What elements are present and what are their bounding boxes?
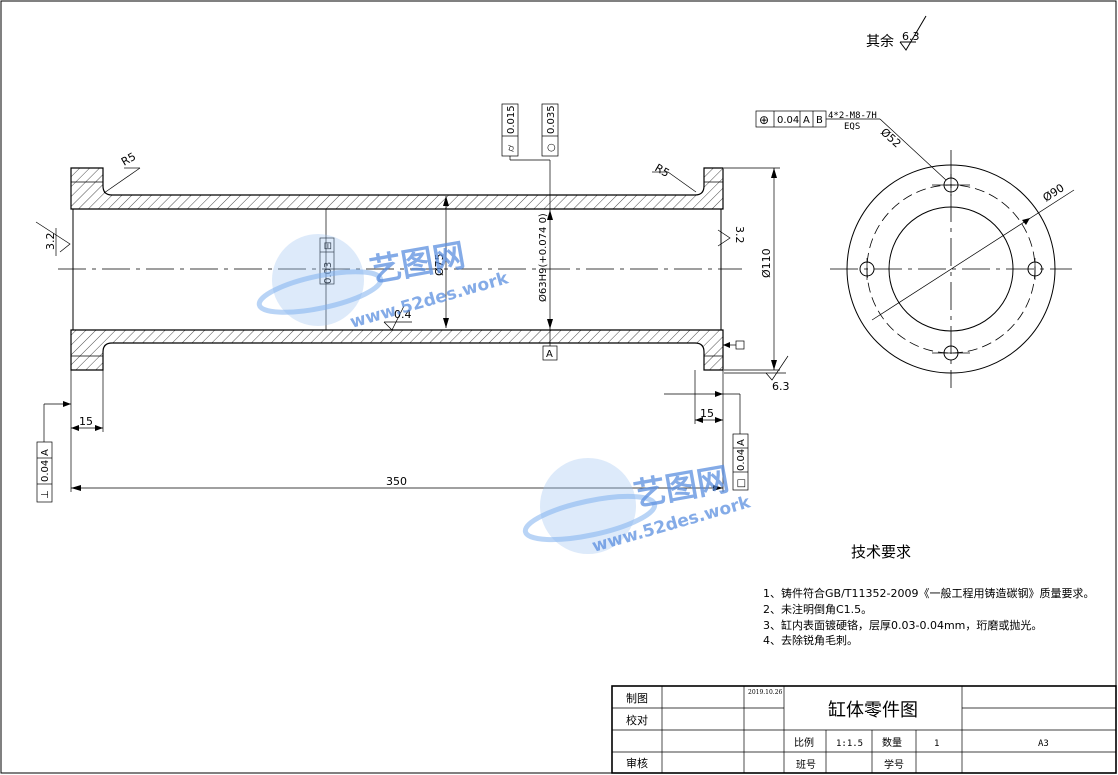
technical-notes: 技术要求 1、铸件符合GB/T11352-2009《一般工程用铸造碳钢》质量要求…	[763, 543, 1094, 647]
svg-text:B: B	[816, 115, 823, 126]
svg-text:15: 15	[700, 407, 714, 420]
svg-text:Ø63H9(+0.074 0): Ø63H9(+0.074 0)	[537, 213, 549, 302]
svg-text:艺图网: 艺图网	[367, 236, 468, 290]
notes-title: 技术要求	[851, 543, 911, 561]
svg-text:15: 15	[79, 415, 93, 428]
surface-note-value: 6.3	[902, 30, 920, 43]
qty-value: 1	[934, 739, 939, 749]
radius-left-callout: R5	[103, 150, 141, 194]
front-section-view	[58, 167, 742, 371]
svg-text:Ø75: Ø75	[433, 253, 446, 276]
svg-text:⊕: ⊕	[759, 113, 769, 127]
svg-text:EQS: EQS	[844, 122, 860, 132]
svg-text:3.2: 3.2	[44, 233, 57, 251]
radius-right-callout: R5	[652, 161, 697, 193]
student-label: 学号	[884, 758, 904, 771]
svg-text:0.035: 0.035	[546, 105, 557, 134]
svg-text:4*2-M8-7H: 4*2-M8-7H	[828, 111, 877, 121]
svg-text:3.2: 3.2	[733, 226, 746, 244]
draw-date: 2019.10.26	[748, 689, 783, 696]
roughness-right: 3.2	[717, 226, 746, 247]
dia-bore-dim: Ø63H9(+0.074 0) A	[537, 160, 558, 361]
watermark-1: 艺图网 www.52des.work	[256, 234, 511, 333]
side-outer-dim: Ø90	[871, 181, 1075, 321]
surface-note-label: 其余	[866, 33, 894, 50]
svg-text:6.3: 6.3	[772, 380, 790, 393]
position-tolerance: ⊕ 0.04 A B 4*2-M8-7H EQS Ø52	[755, 110, 947, 181]
dia-outer-dim: Ø110	[724, 167, 780, 371]
svg-text:0.015: 0.015	[506, 105, 517, 134]
check-label: 校对	[626, 713, 648, 727]
svg-text:350: 350	[386, 475, 407, 488]
right-marker	[723, 340, 745, 350]
title-block: 制图 校对 审核 2019.10.26 缸体零件图 比例 1:1.5 数量 1 …	[611, 685, 1117, 774]
perp-right-frame: A 0.04 □	[664, 391, 749, 491]
watermark-2: 艺图网 www.52des.work	[522, 458, 753, 557]
approve-label: 审核	[626, 756, 648, 770]
note-2: 2、未注明倒角C1.5。	[763, 602, 872, 616]
class-label: 班号	[796, 759, 816, 771]
svg-text:A: A	[736, 439, 747, 446]
len-total-dim: 350	[71, 475, 723, 491]
qty-label: 数量	[882, 736, 902, 749]
svg-text:A: A	[40, 449, 51, 456]
perp-left-frame: A 0.04 ⊥	[36, 401, 71, 503]
svg-text:⌭: ⌭	[506, 144, 517, 152]
svg-text:□: □	[736, 479, 747, 488]
svg-text:R5: R5	[119, 150, 138, 169]
cylindricity-frame: 0.015 ⌭	[501, 103, 550, 161]
svg-text:⊥: ⊥	[40, 490, 51, 499]
svg-text:Ø90: Ø90	[1041, 181, 1067, 204]
scale-label: 比例	[794, 736, 814, 749]
drawing-title: 缸体零件图	[828, 699, 918, 721]
roundness-frame: 0.035 ○	[541, 103, 559, 157]
side-view	[830, 150, 1072, 388]
len-right-dim: 15	[694, 370, 724, 492]
lower-wall-section	[70, 329, 724, 371]
svg-text:0.4: 0.4	[394, 308, 412, 321]
note-4: 4、去除锐角毛刺。	[763, 633, 858, 647]
svg-text:R5: R5	[653, 161, 672, 180]
svg-text:⊟: ⊟	[323, 242, 334, 250]
len-left-dim: 15	[70, 370, 104, 492]
note-3: 3、缸内表面镀硬铬，层厚0.03-0.04mm，珩磨或抛光。	[763, 618, 1042, 632]
surface-roughness-note: 其余 6.3	[866, 15, 927, 51]
dia-inner-dim: Ø75	[433, 196, 449, 328]
note-1: 1、铸件符合GB/T11352-2009《一般工程用铸造碳钢》质量要求。	[763, 586, 1094, 600]
svg-text:Ø52: Ø52	[878, 126, 904, 151]
svg-text:0.04: 0.04	[40, 460, 51, 482]
svg-text:A: A	[803, 115, 810, 126]
datum-a-label: A	[546, 349, 553, 360]
roughness-left: 3.2	[35, 221, 71, 256]
svg-text:0.04: 0.04	[777, 115, 799, 126]
svg-text:0.04: 0.04	[736, 449, 747, 471]
roughness-bottom: 6.3	[724, 355, 790, 393]
sheet-size: A3	[1038, 739, 1049, 749]
svg-text:○: ○	[546, 143, 557, 152]
scale-value: 1:1.5	[836, 739, 863, 749]
roughness-inner: 0.4	[383, 305, 412, 331]
upper-wall-section	[70, 167, 724, 210]
draw-label: 制图	[626, 692, 648, 705]
svg-text:Ø110: Ø110	[760, 248, 773, 278]
